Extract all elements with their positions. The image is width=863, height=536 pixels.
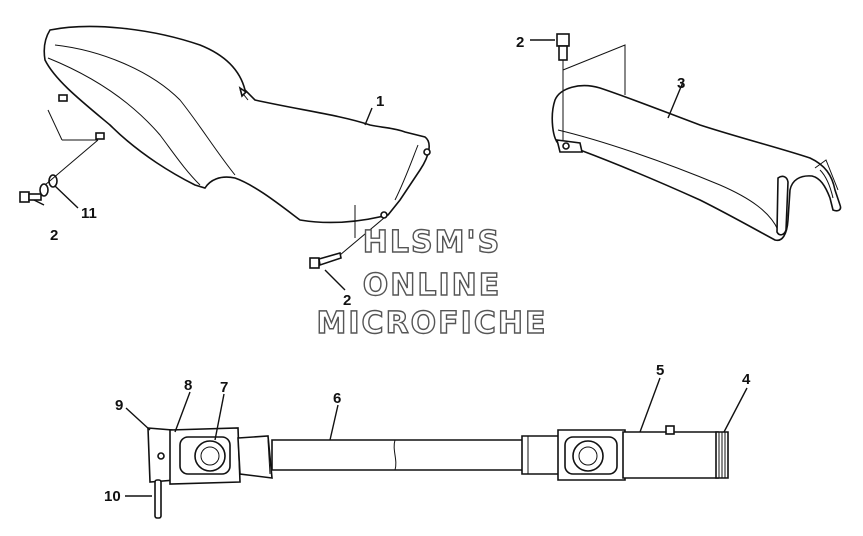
watermark-line-2: ONLINE: [363, 268, 502, 303]
callout-6: 6: [333, 390, 341, 407]
callout-2-lower: 2: [343, 292, 351, 309]
callout-9: 9: [115, 397, 123, 414]
callout-7: 7: [220, 379, 228, 396]
part-1-steering-cover: [43, 25, 431, 224]
screw-lower: [309, 205, 385, 269]
watermark-line-1: HLSM'S: [363, 225, 501, 260]
callout-4: 4: [742, 371, 751, 388]
screw-assembly-left: [19, 109, 99, 203]
watermark-line-3: MICROFICHE: [317, 306, 548, 341]
callout-10: 10: [104, 488, 121, 505]
callout-5: 5: [656, 362, 664, 379]
callout-8: 8: [184, 377, 192, 394]
callout-numbers: 1 2 2 2 3 4 5 6 7 8 9 10 11: [50, 34, 751, 505]
part-5-tube: [622, 431, 719, 479]
part-10-pin: [154, 479, 162, 519]
part-6-shaft: [271, 439, 531, 471]
watermark: HLSM'S ONLINE MICROFICHE: [316, 224, 548, 341]
callout-3: 3: [677, 75, 685, 92]
leader-lines: [33, 39, 748, 497]
callout-2-left: 2: [50, 227, 58, 244]
part-3-bracket-cover: [551, 33, 842, 242]
drive-shaft-assembly: [147, 425, 729, 519]
callout-2-top: 2: [516, 34, 524, 51]
callout-11: 11: [81, 205, 97, 222]
callout-1: 1: [376, 93, 384, 110]
part-7-cross-bearing: [194, 440, 226, 472]
